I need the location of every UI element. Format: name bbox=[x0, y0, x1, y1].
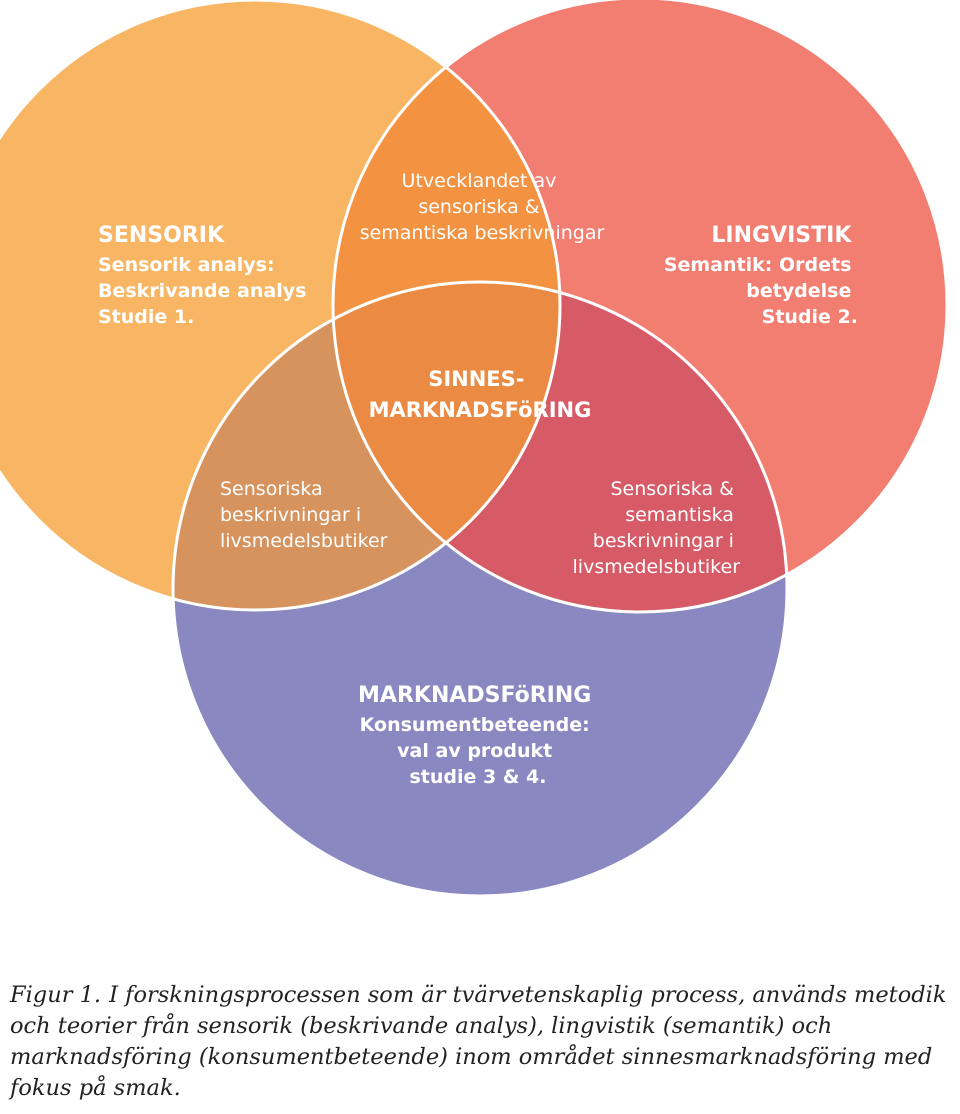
sens-mark-text: Sensoriska beskrivningar i livsmedelsbut… bbox=[220, 478, 388, 552]
lingvistik-line-2: betydelse bbox=[746, 280, 851, 302]
marknadsforing-title: MARKNADSFöRING bbox=[358, 683, 591, 708]
marknadsforing-line-3: studie 3 & 4. bbox=[410, 766, 547, 788]
marknadsforing-text: MARKNADSFöRING Konsumentbeteende: val av… bbox=[358, 683, 598, 788]
circle-outlines bbox=[0, 0, 947, 896]
sens-mark-line-1: beskrivningar i bbox=[220, 504, 361, 526]
venn-diagram: SENSORIK Sensorik analys: Beskrivande an… bbox=[0, 0, 949, 898]
ling-mark-line-0: Sensoriska & bbox=[610, 478, 734, 500]
sensorik-text: SENSORIK Sensorik analys: Beskrivande an… bbox=[98, 223, 313, 328]
ling-mark-line-2: beskrivningar i bbox=[593, 530, 734, 552]
ling-mark-line-1: semantiska bbox=[625, 504, 734, 526]
figure-label: Figur 1. bbox=[10, 982, 102, 1008]
sensorik-line-3: Studie 1. bbox=[98, 306, 194, 328]
lingvistik-line-3: Studie 2. bbox=[762, 306, 858, 328]
sensorik-line-2: Beskrivande analys bbox=[98, 280, 306, 302]
marknadsforing-line-1: Konsumentbeteende: bbox=[360, 714, 590, 736]
sens-ling-line-2: semantiska beskrivningar bbox=[360, 222, 605, 244]
figure-caption: Figur 1.I forskningsprocessen som är tvä… bbox=[10, 980, 955, 1104]
sens-mark-line-0: Sensoriska bbox=[220, 478, 323, 500]
sens-mark-line-2: livsmedelsbutiker bbox=[220, 530, 388, 552]
marknadsforing-line-2: val av produkt bbox=[397, 740, 552, 762]
center-text: SINNES- MARKNADSFöRING bbox=[369, 367, 592, 422]
caption-text: I forskningsprocessen som är tvärvetensk… bbox=[10, 982, 947, 1101]
lingvistik-text: LINGVISTIK Semantik: Ordets betydelse St… bbox=[664, 223, 858, 328]
lingvistik-line-1: Semantik: Ordets bbox=[664, 254, 852, 276]
sens-ling-text: Utvecklandet av sensoriska & semantiska … bbox=[360, 170, 605, 244]
sensorik-title: SENSORIK bbox=[98, 223, 225, 248]
sensorik-line-1: Sensorik analys: bbox=[98, 254, 275, 276]
sens-ling-line-1: sensoriska & bbox=[418, 196, 539, 218]
ling-mark-line-3: livsmedelsbutiker bbox=[573, 556, 741, 578]
center-line-0: SINNES- bbox=[428, 367, 524, 391]
center-line-1: MARKNADSFöRING bbox=[369, 398, 592, 422]
sens-ling-line-0: Utvecklandet av bbox=[402, 170, 557, 192]
ling-mark-text: Sensoriska & semantiska beskrivningar i … bbox=[573, 478, 741, 578]
lingvistik-title: LINGVISTIK bbox=[711, 223, 852, 248]
